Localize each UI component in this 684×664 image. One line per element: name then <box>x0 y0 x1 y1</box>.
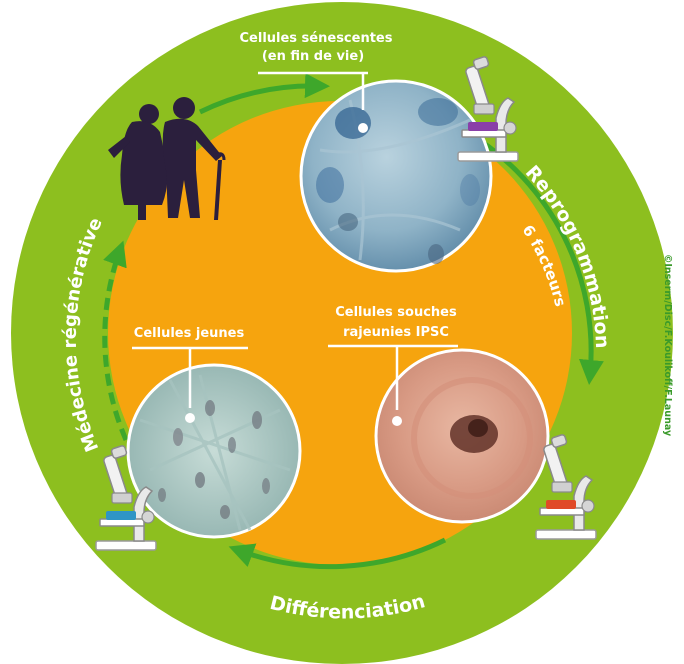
microscope-icon-top <box>457 55 519 162</box>
elderly-couple-icon <box>108 97 226 220</box>
ipsc-callout-dot <box>392 416 402 426</box>
young-cells-image <box>126 363 302 539</box>
microscope-icon-right <box>535 433 597 540</box>
ipsc-cells-image <box>374 348 550 524</box>
arrow-to-senescent <box>198 73 330 115</box>
young-label: Cellules jeunes <box>134 326 245 341</box>
microscope-icon-left <box>95 444 157 551</box>
ipsc-label-line1: Cellules souches <box>335 305 457 320</box>
senescent-label-line1: Cellules sénescentes <box>240 31 393 46</box>
senescent-callout-dot <box>358 123 368 133</box>
senescent-label-line2: (en fin de vie) <box>262 49 364 64</box>
ipsc-label-line2: rajeunies IPSC <box>343 325 449 340</box>
young-callout-dot <box>185 413 195 423</box>
image-credit: ©Inserm/Disc/F.Koulikoff/F.Launay <box>662 254 673 437</box>
arrow-differenciation <box>228 537 447 570</box>
senescent-cells-image <box>299 79 493 273</box>
arrow-medecine <box>102 240 129 441</box>
